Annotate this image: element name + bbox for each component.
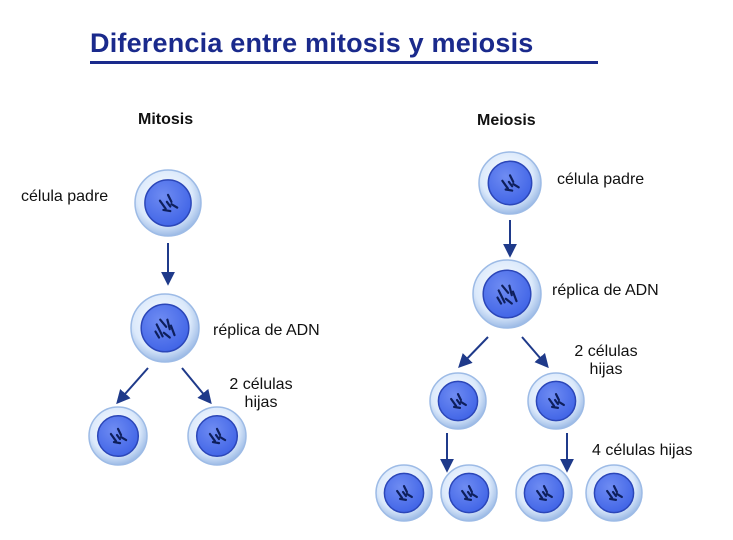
chromosome [507, 180, 514, 188]
meiosis-daughter-cell-1 [429, 372, 487, 430]
chromosome [119, 435, 128, 442]
mitosis-replica-cell [130, 293, 200, 363]
chromosome [611, 490, 618, 498]
chromosome [396, 489, 404, 499]
chromosome [162, 331, 171, 339]
chromosome [169, 324, 176, 337]
chromosome [606, 489, 614, 499]
mitosis-daughter-cell-1 [88, 406, 148, 466]
mitosis-parent-cell [134, 169, 202, 237]
chromosome [504, 188, 514, 192]
chromosome [608, 497, 618, 501]
meiosis-daughter-cell-2 [527, 372, 585, 430]
mitosis-heading: Mitosis [138, 111, 194, 128]
chromosome [115, 433, 122, 441]
meiosis-final-cell-1 [375, 464, 433, 522]
chromosome [459, 400, 467, 407]
mitosis-daughters-label-line2: hijas [244, 394, 278, 411]
chromosome [450, 397, 458, 407]
chromosome [496, 296, 503, 305]
chromosome [402, 485, 409, 494]
chromosome [612, 485, 619, 494]
chromosome [504, 297, 513, 305]
chromosome [401, 490, 408, 498]
mitosis-daughters-label-line1: 2 células [229, 376, 293, 393]
title-underline [90, 61, 598, 64]
chromosome [405, 492, 413, 499]
meiosis-parent-cell [478, 151, 542, 215]
chromosome [501, 179, 509, 190]
chromosome [470, 492, 478, 499]
chromosome [211, 440, 221, 445]
chromosome [467, 485, 474, 494]
chromosome [215, 427, 222, 437]
chromosome [538, 497, 548, 501]
mitosis-parent-label: célula padre [21, 188, 109, 205]
meiosis-heading: Meiosis [477, 112, 536, 129]
meiosis-parent-label: célula padre [557, 171, 645, 188]
chromosome [497, 289, 506, 304]
chromosome [536, 489, 544, 499]
meiosis-final-cell-3 [515, 464, 573, 522]
chromosome [508, 284, 513, 297]
meiosis-final-cell-4 [585, 464, 643, 522]
chromosome [508, 174, 515, 184]
mitosis-arrow-right [181, 367, 212, 405]
chromosome [398, 497, 408, 501]
chromosome [155, 323, 164, 338]
chromosome [166, 318, 171, 331]
meiosis-daughters-label-line2: hijas [589, 361, 623, 378]
chromosome [615, 492, 623, 499]
diagram-title: Diferencia entre mitosis y meiosis [90, 28, 534, 58]
chromosome [511, 290, 518, 303]
chromosome [554, 393, 561, 402]
chromosome [512, 182, 520, 189]
chromosome [112, 440, 122, 445]
chromosome [541, 490, 548, 498]
chromosome [550, 405, 560, 409]
meiosis-replica-cell [472, 259, 542, 329]
chromosome [165, 200, 172, 208]
chromosome [461, 489, 469, 499]
chromosome [463, 497, 473, 501]
chromosome [166, 193, 173, 203]
chromosome [466, 490, 473, 498]
chromosome [455, 398, 462, 406]
chromosome [170, 203, 179, 209]
chromosome [501, 284, 510, 294]
chromosome [545, 492, 553, 499]
chromosome [218, 435, 227, 442]
cell-nucleus [482, 269, 532, 319]
chromosome [154, 330, 161, 339]
chromosome [208, 432, 217, 443]
chromosome [162, 208, 172, 213]
meiosis-daughters-label-line1: 2 células [574, 343, 638, 360]
chromosome [452, 405, 462, 409]
cell-nucleus [140, 303, 190, 353]
chromosome [158, 199, 167, 210]
meiosis-replica-label: réplica de ADN [552, 282, 659, 299]
chromosome [557, 400, 565, 407]
mitosis-arrow-left [116, 367, 149, 405]
meiosis-arrow-left [458, 336, 489, 369]
meiosis-final-label: 4 células hijas [592, 442, 693, 459]
meiosis-final-cell-2 [440, 464, 498, 522]
chromosome [542, 485, 549, 494]
meiosis-arrow-right [521, 336, 549, 369]
mitosis-replica-label: réplica de ADN [213, 322, 320, 339]
chromosome [109, 432, 118, 443]
mitosis-daughter-cell-2 [187, 406, 247, 466]
chromosome [159, 318, 168, 328]
chromosome [548, 397, 556, 407]
chromosome [553, 398, 560, 406]
chromosome [214, 433, 221, 441]
chromosome [116, 427, 123, 437]
chromosome [456, 393, 463, 402]
